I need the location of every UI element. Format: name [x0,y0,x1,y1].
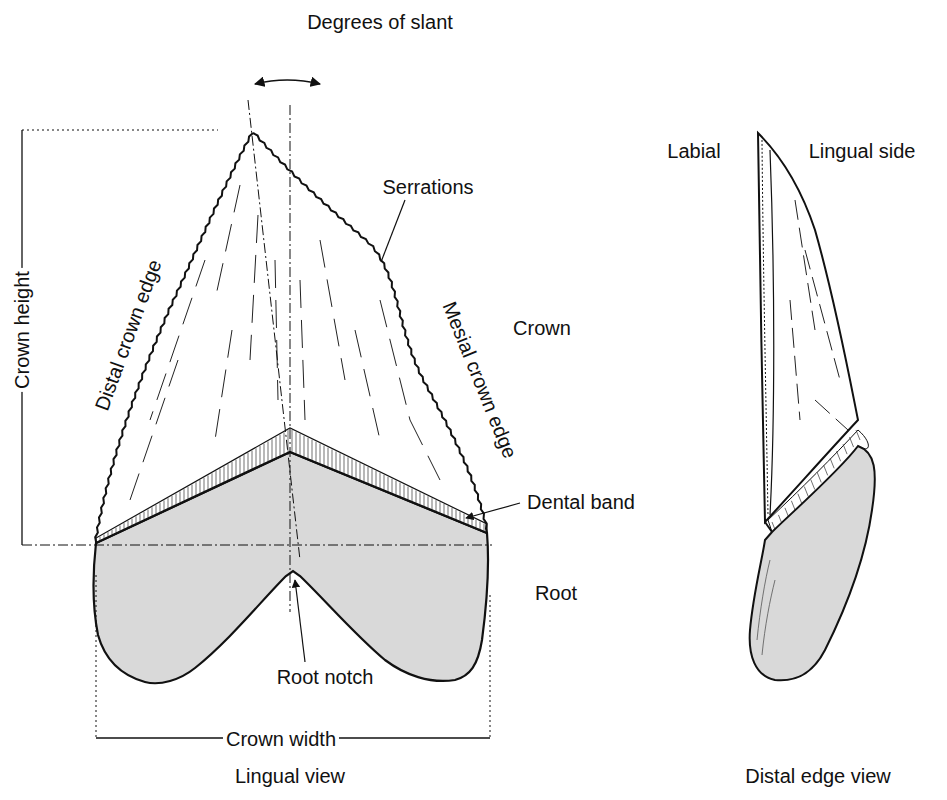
root-shape [94,452,488,683]
side-root [750,446,875,680]
slant-axis [248,100,300,560]
dimension-line [490,595,491,738]
dimension-line [22,130,218,131]
baseline [22,545,492,546]
dimension-label: Crown height [11,268,33,392]
part-label: Dental band [524,491,638,513]
edge-label: Mesial crown edge [437,296,522,464]
leader-line [381,200,405,262]
dimension-label: Crown width [223,728,339,750]
view-caption: Lingual view [232,765,348,787]
edge-label: Distal crown edge [89,254,166,417]
view-caption: Distal edge view [742,765,894,787]
leader-line [466,503,520,518]
dimension-line [96,575,97,738]
dimension-label: Degrees of slant [304,11,456,33]
vertical-axis [290,105,291,612]
leader-line [295,580,305,662]
side-label: Lingual side [806,140,919,162]
side-serrations [762,140,768,515]
enamel-strokes [130,185,440,500]
part-label: Serrations [379,176,476,198]
part-label: Crown [510,317,574,339]
part-label: Root notch [274,666,377,688]
part-label: Root [532,582,580,604]
slant-arrow [255,80,320,84]
side-label: Labial [664,140,723,162]
